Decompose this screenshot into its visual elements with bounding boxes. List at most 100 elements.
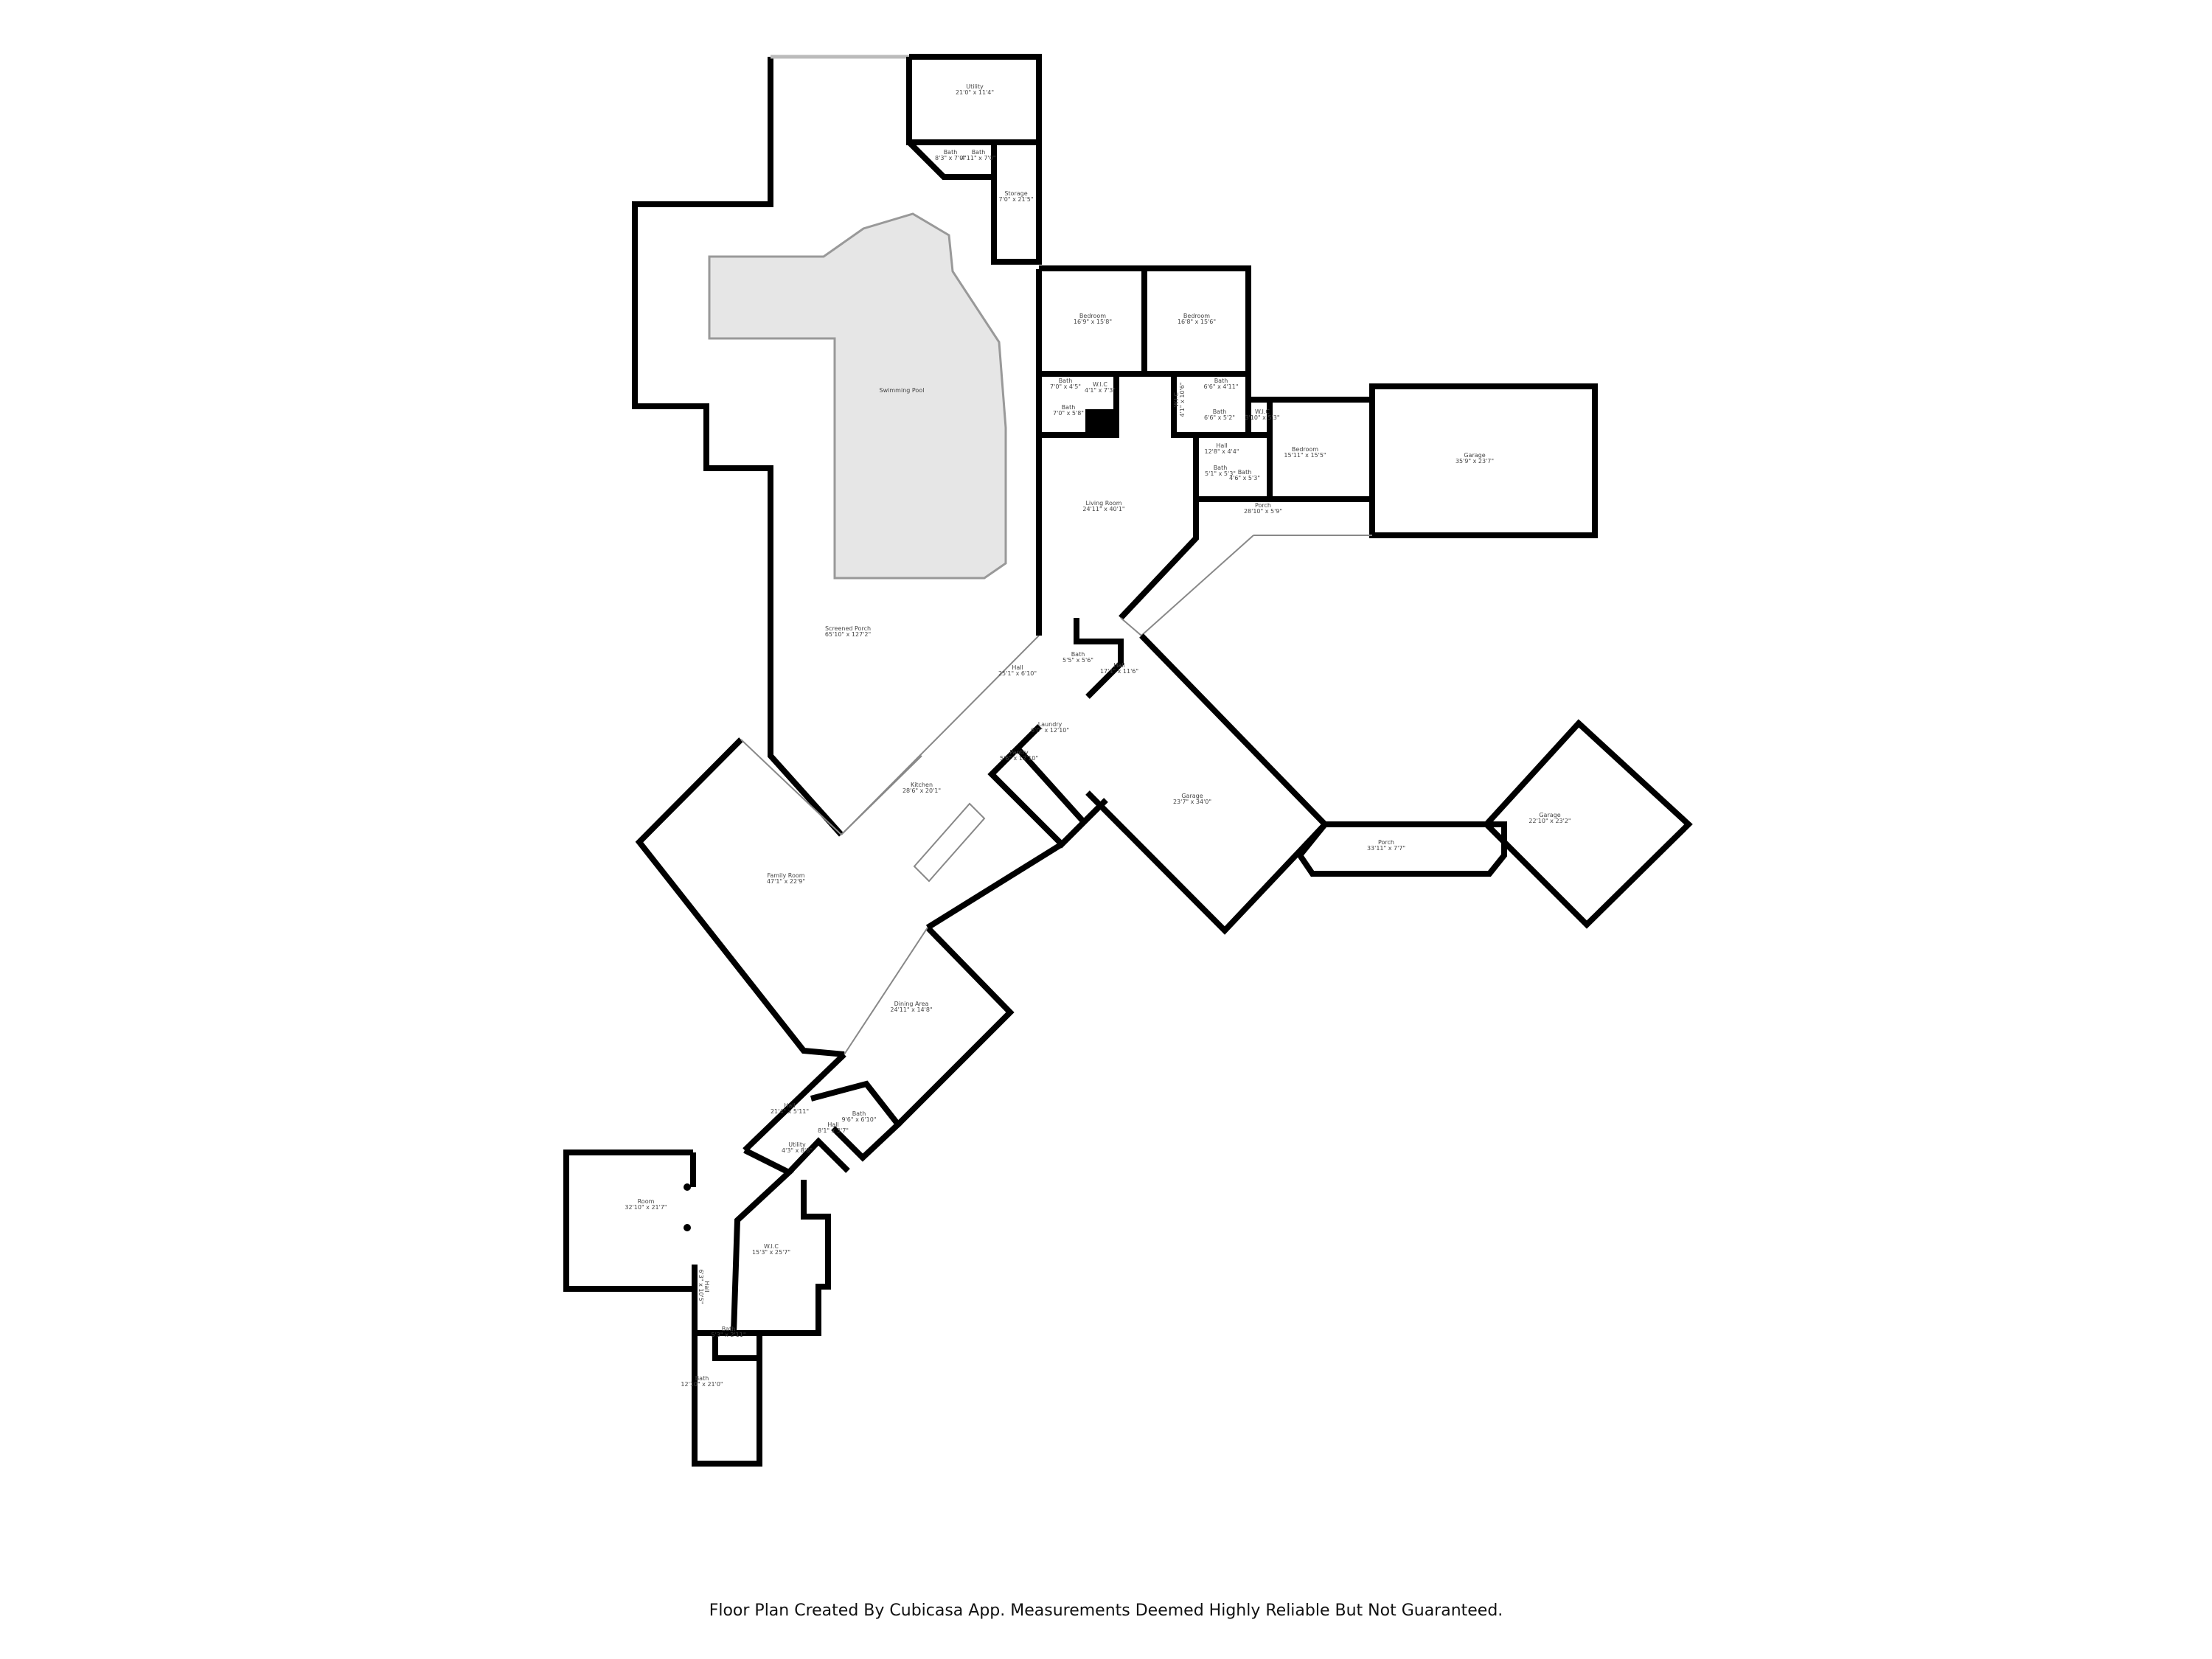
room-dimensions: 6'0" x 12'10" bbox=[1031, 727, 1069, 734]
room-dimensions: 7'0" x 5'8" bbox=[1053, 410, 1084, 417]
room-dimensions: 7'0" x 21'5" bbox=[998, 196, 1033, 203]
room-name: Bath bbox=[1213, 408, 1227, 415]
room-name: Porch bbox=[1255, 502, 1271, 509]
room-dimensions: 8'1" x 3'7" bbox=[818, 1127, 849, 1134]
room-name: Bath bbox=[944, 149, 958, 156]
room-dimensions: 4'3" x 8'8" bbox=[782, 1147, 813, 1154]
room-name: Hall bbox=[827, 1121, 838, 1128]
room-label: W.I.C3'10" x 5'3" bbox=[1245, 408, 1279, 421]
room-name: Garage bbox=[1539, 812, 1560, 818]
room-dimensions: 17'4" x 11'6" bbox=[1100, 668, 1138, 675]
room-dimensions: 6'6" x 5'2" bbox=[1204, 414, 1235, 421]
room-dimensions: 4'6" x 5'3" bbox=[1229, 475, 1260, 481]
room-dimensions: 6'6" x 4'11" bbox=[1203, 383, 1238, 390]
room-name: Bath bbox=[1214, 465, 1228, 471]
room-dimensions: 23'7" x 34'0" bbox=[1173, 799, 1211, 805]
footer-disclaimer: Floor Plan Created By Cubicasa App. Meas… bbox=[709, 1601, 1503, 1620]
room-name: Screened Porch bbox=[825, 625, 871, 632]
room-name: Hall bbox=[1012, 664, 1023, 671]
room-dimensions: 4'1" x 10'6" bbox=[1179, 382, 1186, 417]
room-name: Bath bbox=[695, 1375, 709, 1382]
room-dimensions: 24'11" x 40'1" bbox=[1082, 506, 1124, 512]
room-dimensions: 47'1" x 22'9" bbox=[767, 878, 805, 885]
room-name: Swimming Pool bbox=[880, 387, 925, 394]
room-dimensions: 5'3" x 2'11" bbox=[711, 1332, 745, 1338]
room-label: W.I.C4'1" x 7'3" bbox=[1085, 381, 1116, 394]
room-name: Hall bbox=[703, 1281, 710, 1292]
room-name: Garage bbox=[1464, 452, 1485, 459]
room-dimensions: 5'1" x 5'3" bbox=[1205, 470, 1236, 477]
room-name: Bath bbox=[1214, 378, 1228, 384]
room-name: Bath bbox=[1071, 651, 1085, 658]
room-name: Bedroom bbox=[1079, 313, 1106, 319]
walls bbox=[563, 54, 1693, 1467]
room-name: W.I.C bbox=[1173, 392, 1180, 407]
room-dimensions: 28'10" x 5'9" bbox=[1244, 508, 1282, 515]
room-name: Room bbox=[638, 1198, 655, 1205]
room-dimensions: 12'8" x 4'4" bbox=[1204, 448, 1239, 455]
room-dimensions: 16'9" x 15'8" bbox=[1074, 319, 1112, 325]
room-dimensions: 8'3" x 7'0" bbox=[935, 155, 966, 161]
room-name: Hall bbox=[1216, 442, 1227, 449]
room-dimensions: 15'11" x 15'5" bbox=[1284, 452, 1326, 459]
room-dimensions: 35'9" x 23'7" bbox=[1455, 458, 1494, 465]
room-dimensions: 32'10" x 21'7" bbox=[625, 1204, 667, 1211]
room-dimensions: 65'10" x 127'2" bbox=[825, 631, 871, 638]
room-dimensions: 4'11" x 7'0" bbox=[961, 155, 995, 161]
room-dimensions: 21'0" x 11'4" bbox=[956, 89, 994, 96]
room-name: Dining Area bbox=[894, 1001, 929, 1007]
room-name: Kitchen bbox=[911, 782, 933, 788]
room-name: Hall bbox=[784, 1102, 795, 1109]
room-dimensions: 4'1" x 7'3" bbox=[1085, 387, 1116, 394]
room-dimensions: 3'10" x 5'3" bbox=[1245, 414, 1279, 421]
room-label: W.I.C15'3" x 25'7" bbox=[752, 1243, 790, 1256]
room-dimensions: 24'11" x 14'8" bbox=[890, 1006, 932, 1013]
room-name: Laundry bbox=[1038, 721, 1062, 728]
room-dimensions: 5'6" x 12'10" bbox=[1000, 755, 1038, 762]
room-name: Storage bbox=[1004, 190, 1027, 197]
room-name: Utility bbox=[966, 83, 984, 90]
room-name: Hall bbox=[1113, 662, 1124, 669]
room-name: Bedroom bbox=[1292, 446, 1318, 453]
room-name: Bedroom bbox=[1183, 313, 1210, 319]
room-name: Pantry bbox=[1009, 749, 1029, 756]
room-dimensions: 25'1" x 6'10" bbox=[998, 670, 1037, 677]
room-name: Porch bbox=[1378, 839, 1394, 846]
room-name: W.I.C bbox=[764, 1243, 779, 1250]
room-name: Living Room bbox=[1085, 500, 1121, 507]
room-name: Garage bbox=[1181, 793, 1203, 799]
room-dimensions: 28'6" x 20'1" bbox=[902, 787, 941, 794]
room-name: Bath bbox=[1059, 378, 1073, 384]
room-name: Bath bbox=[722, 1326, 736, 1332]
room-name: Bath bbox=[852, 1110, 866, 1117]
